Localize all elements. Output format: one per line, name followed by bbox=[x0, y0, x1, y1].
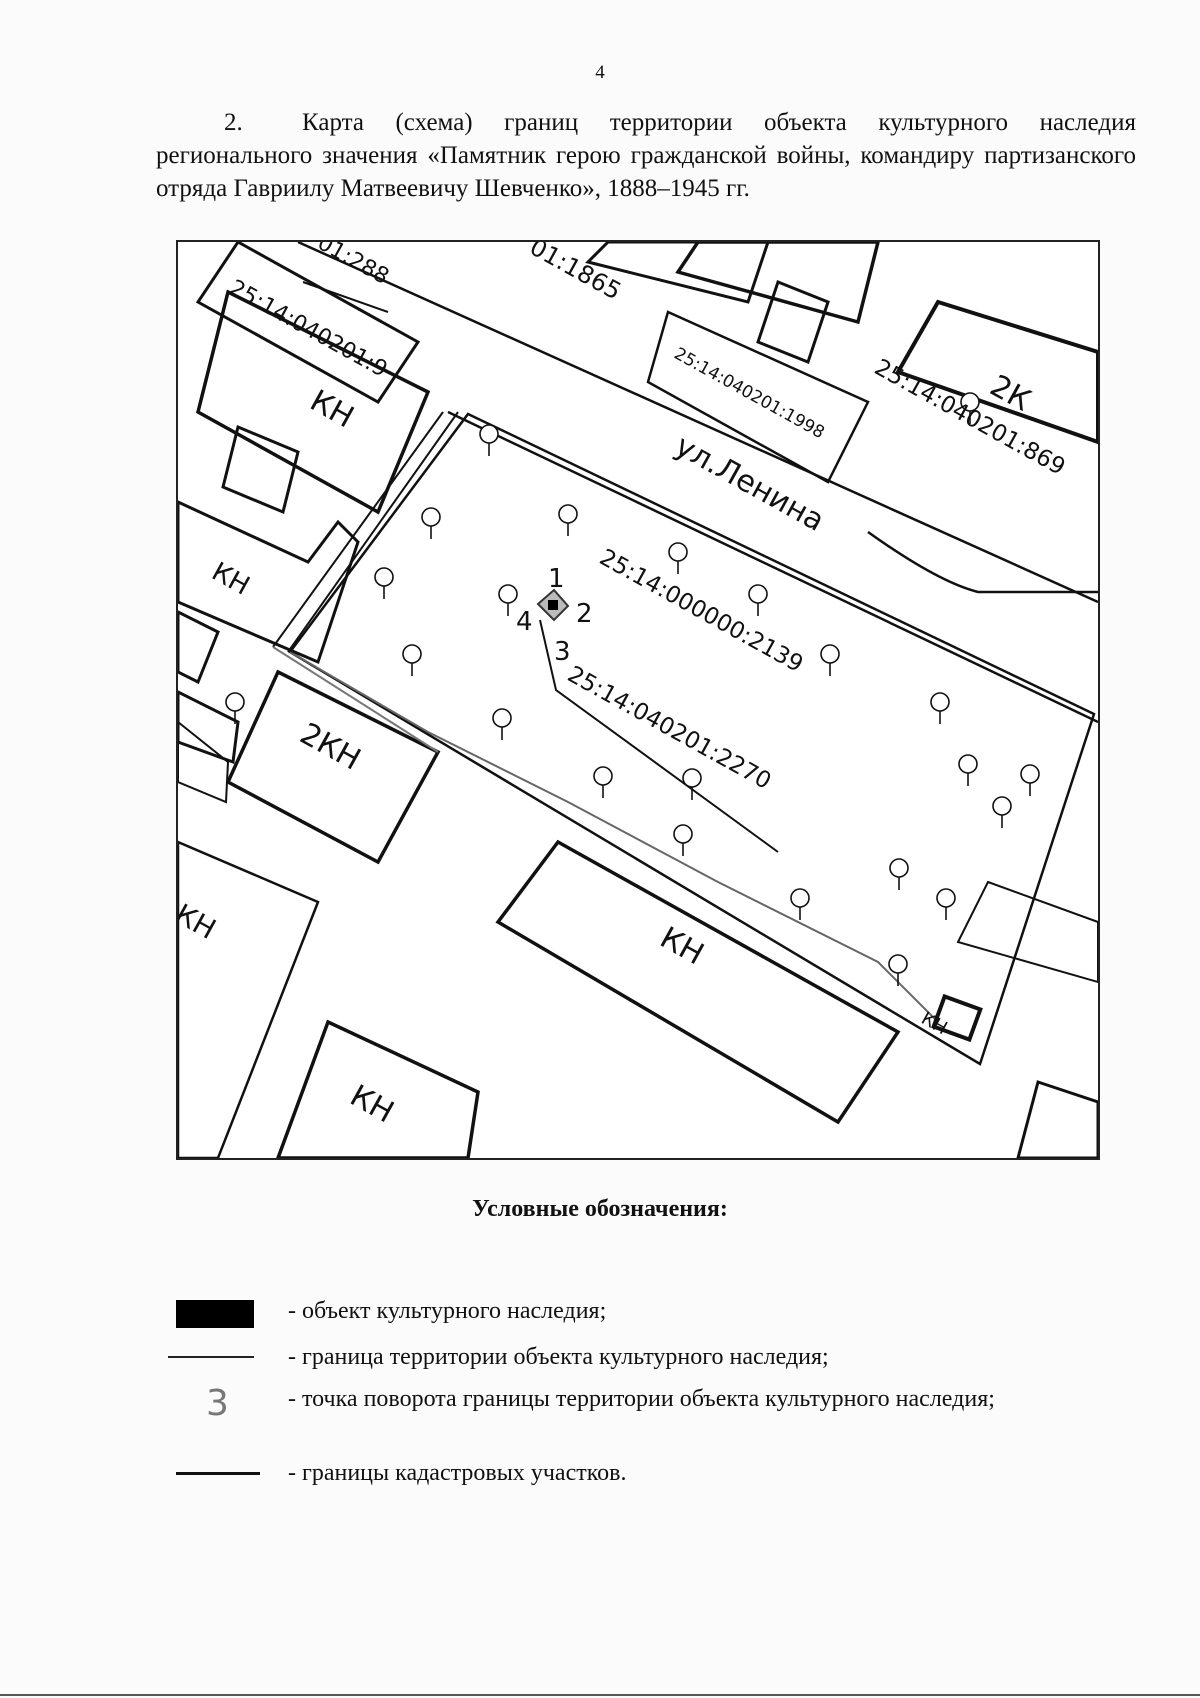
tree-icon bbox=[888, 954, 908, 986]
building-label-kn-2: КН bbox=[207, 557, 255, 602]
legend-text: - объект культурного наследия; bbox=[288, 1298, 607, 1324]
building-label-2k: 2К bbox=[984, 368, 1036, 418]
heritage-boundary-line bbox=[289, 651, 939, 1023]
building-label-kn-small: КН bbox=[918, 1008, 951, 1039]
building-edge-left bbox=[178, 610, 220, 685]
legend-digit-icon: 3 bbox=[206, 1383, 229, 1424]
tree-icon bbox=[682, 768, 702, 800]
tree-icon bbox=[492, 708, 512, 740]
parcel-right-lower bbox=[956, 880, 1098, 984]
boundary-diagonal-1 bbox=[287, 411, 459, 653]
tree-icon bbox=[930, 692, 950, 724]
building-edge-left-3 bbox=[178, 720, 230, 804]
parcel-1998-box bbox=[646, 310, 870, 484]
tree-icon bbox=[936, 888, 956, 920]
parcel-label-2139: 25:14:000000:2139 bbox=[595, 545, 807, 678]
legend-filled-rect-icon bbox=[176, 1296, 266, 1336]
tree-icon bbox=[402, 644, 422, 676]
building-kn-lower-left bbox=[178, 840, 320, 1158]
legend-thick-line-icon bbox=[176, 1458, 266, 1498]
tree-icon bbox=[668, 542, 688, 574]
building-label-kn-center: КН bbox=[654, 920, 709, 972]
building-label-kn-1: КН bbox=[304, 383, 359, 435]
intro-number: 2. bbox=[224, 109, 243, 136]
monument-marker bbox=[536, 588, 570, 622]
building-lower-right bbox=[1016, 1080, 1098, 1158]
parcel-label-1998: 25:14:040201:1998 bbox=[671, 344, 828, 443]
building-kn-bottom bbox=[276, 1019, 480, 1158]
tree-icon bbox=[225, 692, 245, 724]
building-left-top bbox=[195, 242, 421, 404]
underline-288 bbox=[302, 281, 389, 313]
boundary-diagonal-2 bbox=[272, 411, 444, 648]
building-2kn bbox=[225, 669, 441, 865]
building-kn-center bbox=[495, 839, 901, 1125]
tree-icon bbox=[748, 584, 768, 616]
building-top-right-1 bbox=[675, 242, 880, 325]
page-number: 4 bbox=[595, 62, 605, 83]
leader-2270 bbox=[539, 619, 779, 853]
tree-icon bbox=[790, 888, 810, 920]
map-scheme: ул.Ленина 25:14:040201:9 25:14:040201:19… bbox=[176, 240, 1100, 1160]
turn-point-3: 3 bbox=[554, 637, 571, 667]
tree-icon bbox=[498, 584, 518, 616]
building-edge-left-2 bbox=[178, 690, 240, 765]
tree-icon bbox=[889, 858, 909, 890]
legend-text: - точка поворота границы территории объе… bbox=[288, 1386, 995, 1412]
road-edge-south bbox=[447, 410, 1098, 724]
legend-text: - границы кадастровых участков. bbox=[288, 1460, 627, 1486]
tree-icon bbox=[958, 754, 978, 786]
tree-icon bbox=[673, 824, 693, 856]
tree-icon bbox=[1020, 764, 1040, 796]
building-label-2kn: 2КН bbox=[294, 716, 366, 777]
map-canvas: ул.Ленина 25:14:040201:9 25:14:040201:19… bbox=[178, 242, 1098, 1158]
building-label-kn-bottom: КН bbox=[344, 1078, 399, 1130]
building-kn-1 bbox=[195, 289, 431, 515]
tree-icon bbox=[421, 507, 441, 539]
parcel-label-1865: 01:1865 bbox=[525, 242, 626, 306]
parcel-label-9: 25:14:040201:9 bbox=[225, 275, 391, 382]
building-small-kn bbox=[221, 424, 300, 515]
building-top-right-2 bbox=[756, 280, 830, 364]
tree-icon bbox=[960, 392, 980, 424]
legend-title: Условные обозначения: bbox=[472, 1196, 728, 1222]
building-label-kn-left: КН bbox=[178, 897, 221, 946]
road-curb bbox=[867, 530, 1098, 594]
bottom-rule bbox=[0, 1694, 1200, 1696]
turn-point-2: 2 bbox=[576, 599, 593, 629]
tree-icon bbox=[820, 644, 840, 676]
intro-text: Карта (схема) границ территории объекта … bbox=[156, 109, 1136, 202]
turn-point-1: 1 bbox=[548, 564, 565, 594]
legend-text: - граница территории объекта культурного… bbox=[288, 1344, 829, 1370]
intro-paragraph: 2.Карта (схема) границ территории объект… bbox=[156, 106, 1136, 205]
road-edge-north bbox=[297, 242, 1098, 604]
turn-point-4: 4 bbox=[516, 607, 533, 637]
tree-icon bbox=[374, 567, 394, 599]
building-2k-top-right bbox=[895, 299, 1098, 445]
tree-icon bbox=[992, 796, 1012, 828]
parcel-label-869: 25:14:040201:869 bbox=[870, 355, 1069, 481]
boundary-diagonal-3 bbox=[272, 646, 439, 753]
tree-icon bbox=[479, 424, 499, 456]
building-top-center bbox=[585, 242, 770, 304]
parcel-label-288: 01:288 bbox=[313, 242, 393, 290]
tree-icon bbox=[558, 504, 578, 536]
building-kn-2 bbox=[178, 500, 360, 665]
legend-thin-line-icon bbox=[168, 1342, 266, 1382]
tree-icon bbox=[593, 766, 613, 798]
building-small-kn-right bbox=[931, 993, 983, 1043]
trees-group bbox=[225, 392, 1040, 986]
